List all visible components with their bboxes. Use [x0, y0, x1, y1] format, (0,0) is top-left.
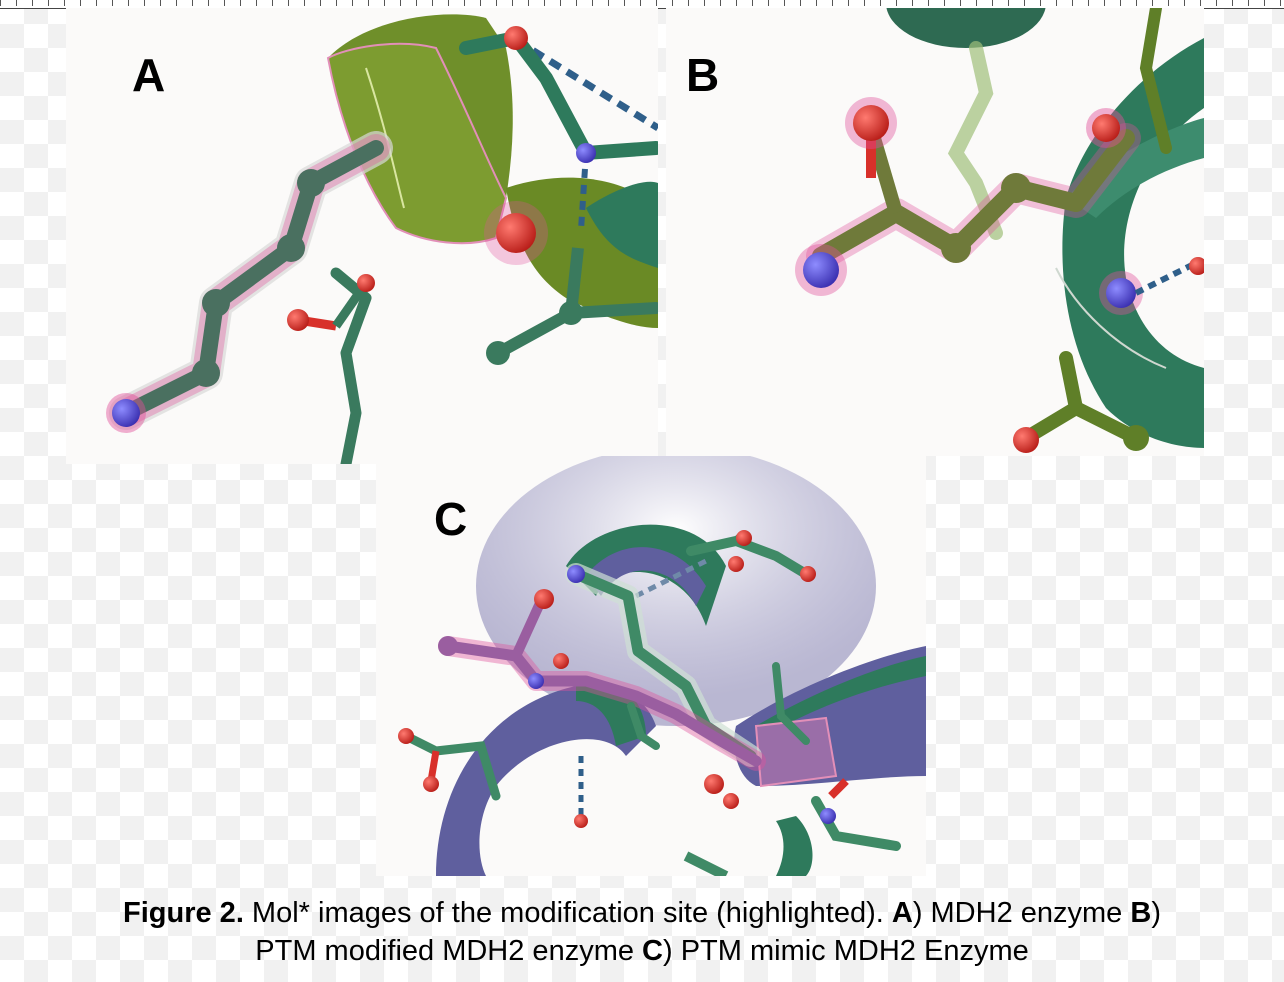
- panel-c-ptm-mimic-mdh2: C: [376, 456, 926, 876]
- caption-key-a: A: [891, 897, 913, 929]
- caption-figure-number: Figure 2.: [123, 897, 244, 929]
- caption-key-b: B: [1130, 897, 1152, 929]
- nitrogen-atom: [803, 252, 839, 288]
- helix-ribbon-front: [326, 42, 508, 245]
- caption-key-c: C: [642, 935, 663, 967]
- nitrogen-atom: [112, 399, 140, 427]
- hydrogen-bond: [578, 152, 589, 231]
- nitrogen-atom: [567, 565, 585, 583]
- panel-b-label: B: [686, 49, 720, 101]
- caption-line-2: PTM modified MDH2 enzyme C) PTM mimic MD…: [0, 932, 1284, 970]
- oxygen-atom: [853, 105, 889, 141]
- caption-line-1: Figure 2. Mol* images of the modificatio…: [0, 894, 1284, 932]
- panel-c-label: C: [434, 493, 468, 545]
- panel-b-ptm-modified-mdh2: B: [666, 8, 1204, 456]
- caption-text: PTM modified MDH2 enzyme: [255, 935, 643, 967]
- helix-ribbon: [436, 685, 656, 876]
- figure-caption: Figure 2. Mol* images of the modificatio…: [0, 894, 1284, 970]
- hydrogen-bond: [1134, 260, 1198, 296]
- helix-ribbon-teal: [586, 181, 658, 268]
- caption-text: ): [1151, 897, 1161, 929]
- helix-ribbon-back: [566, 524, 726, 626]
- panel-a-mdh2-enzyme: A: [66, 8, 658, 464]
- panel-b-molecule-render: [795, 8, 1204, 453]
- caption-text: ) PTM mimic MDH2 Enzyme: [663, 935, 1029, 967]
- caption-text: Mol* images of the modification site (hi…: [243, 897, 892, 929]
- caption-text: ) MDH2 enzyme: [912, 897, 1131, 929]
- highlighted-mimic-sidechain: [442, 640, 762, 767]
- oxygen-atom: [496, 213, 536, 253]
- hydrogen-bond: [514, 37, 658, 131]
- panel-c-molecule-render: [398, 456, 926, 876]
- helix-ribbon: [1062, 38, 1204, 448]
- panel-a-molecule-render: [106, 14, 658, 464]
- highlighted-modified-sidechain: [812, 129, 1135, 265]
- panel-a-label: A: [132, 49, 166, 101]
